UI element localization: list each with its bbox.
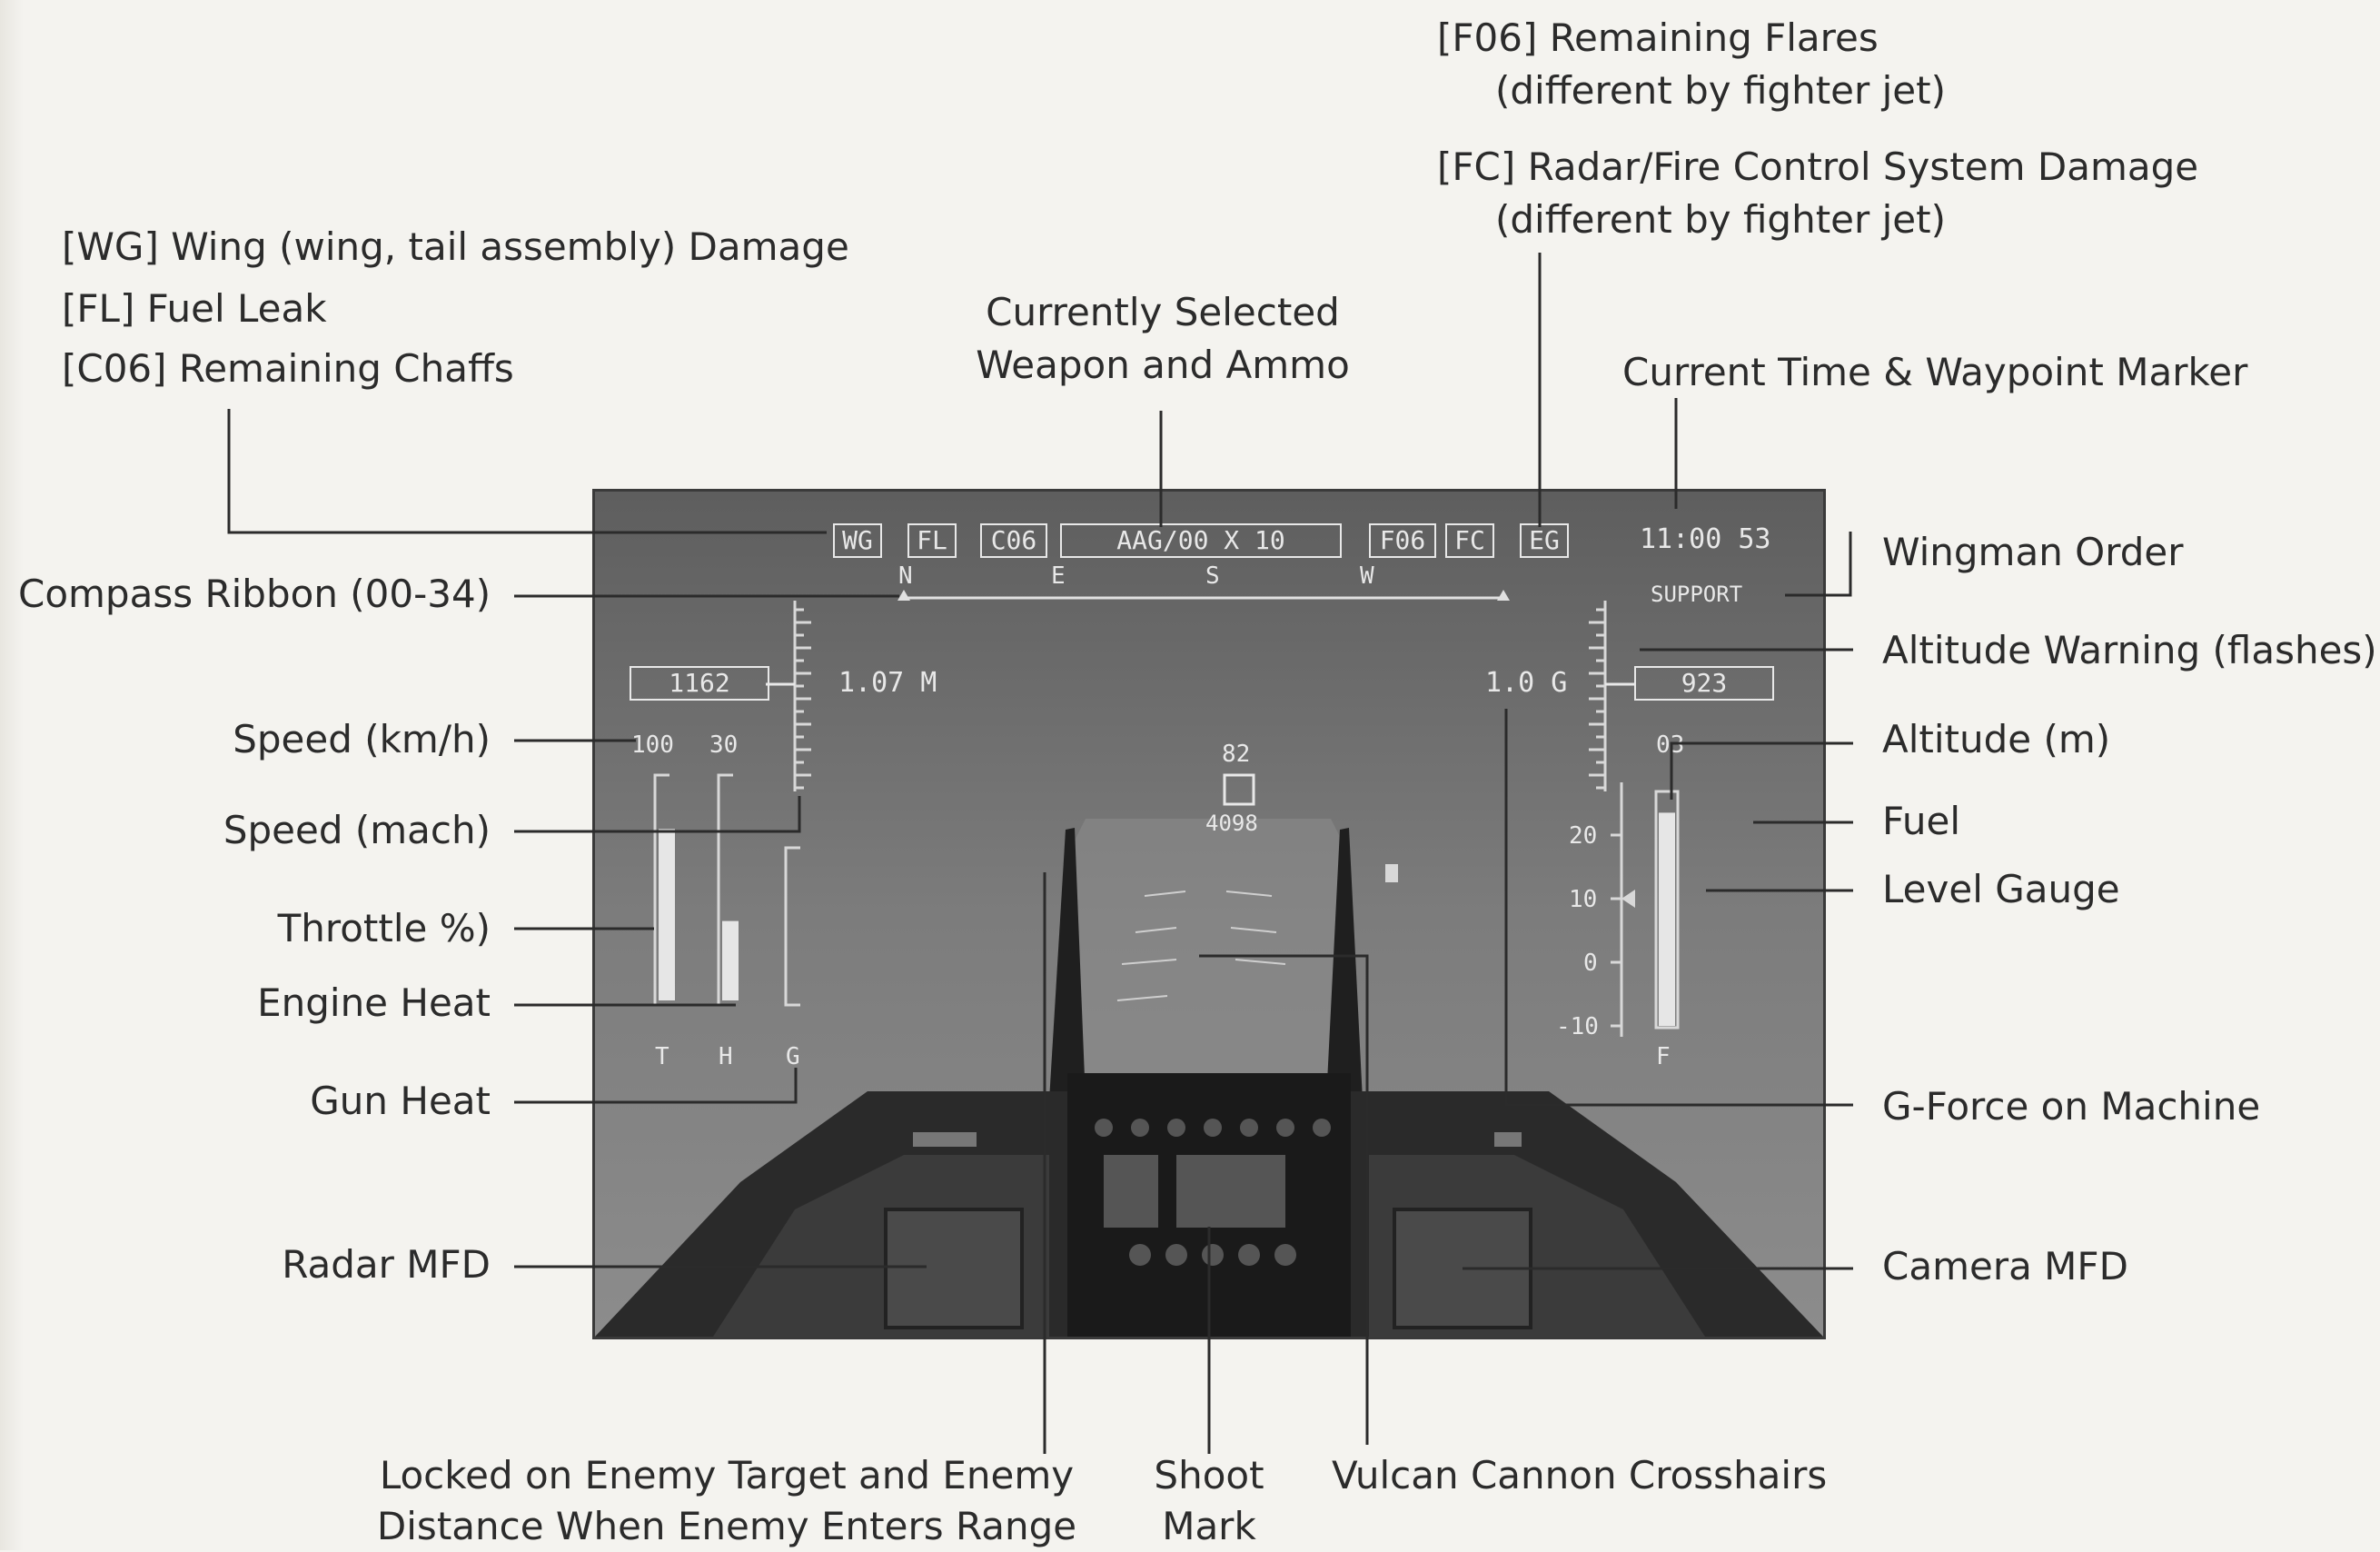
hud-speed-readout: 1162	[630, 666, 769, 701]
gauge-label-gun-heat: G	[786, 1043, 800, 1070]
scale-label-30: 30	[709, 731, 739, 759]
label-chaffs: [C06] Remaining Chaffs	[62, 346, 514, 391]
hud-mach-readout: 1.07 M	[838, 667, 937, 699]
label-locked-target-line2: Distance When Enemy Enters Range	[376, 1504, 1077, 1548]
hud-chaff-counter: C06	[980, 523, 1047, 558]
hud-clock: 11:00 53	[1640, 523, 1771, 555]
cockpit-graphics	[595, 492, 1823, 1337]
page-edge-shadow	[0, 0, 24, 1550]
label-fuel-leak: [FL] Fuel Leak	[62, 286, 327, 331]
compass-north: N	[898, 562, 913, 590]
compass-west: W	[1360, 562, 1374, 590]
label-wingman-order: Wingman Order	[1882, 530, 2184, 574]
scale-label-03: 03	[1656, 731, 1685, 759]
compass-east: E	[1051, 562, 1066, 590]
gauge-label-fuel: F	[1656, 1043, 1671, 1070]
hud-eg-indicator: EG	[1520, 523, 1569, 558]
label-camera-mfd: Camera MFD	[1882, 1244, 2128, 1288]
label-vulcan-crosshairs: Vulcan Cannon Crosshairs	[1332, 1453, 1828, 1497]
level-mark-0: 0	[1583, 950, 1598, 977]
level-mark-20: 20	[1569, 822, 1598, 850]
cockpit-screenshot: WG FL C06 AAG/00 X 10 F06 FC EG 11:00 53…	[592, 489, 1826, 1339]
target-distance: 4098	[1205, 811, 1258, 836]
hud-wingman-order: SUPPORT	[1651, 582, 1743, 607]
label-gun-heat: Gun Heat	[310, 1079, 491, 1123]
label-throttle: Throttle %)	[277, 906, 491, 950]
level-mark-minus-10: -10	[1556, 1013, 1599, 1040]
label-flares-line2: (different by fighter jet)	[1495, 68, 1947, 113]
label-fire-control-line1: [FC] Radar/Fire Control System Damage	[1437, 144, 2199, 189]
label-wing-damage: [WG] Wing (wing, tail assembly) Damage	[62, 224, 849, 269]
gauge-label-engine-heat: H	[719, 1043, 733, 1070]
label-level-gauge: Level Gauge	[1882, 867, 2120, 911]
hud-fire-control-indicator: FC	[1445, 523, 1494, 558]
scale-label-100: 100	[631, 731, 674, 759]
hud-flare-counter: F06	[1369, 523, 1436, 558]
label-weapon-line2: Weapon and Ammo	[976, 343, 1350, 387]
label-fire-control-line2: (different by fighter jet)	[1495, 197, 1947, 242]
label-weapon-line1: Currently Selected	[986, 290, 1340, 334]
hud-fuel-leak-indicator: FL	[907, 523, 957, 558]
hud-gforce-readout: 1.0 G	[1485, 667, 1568, 699]
hud-wing-damage-indicator: WG	[833, 523, 882, 558]
label-g-force: G-Force on Machine	[1882, 1084, 2261, 1129]
label-altitude-warning: Altitude Warning (flashes)	[1882, 628, 2377, 672]
level-mark-10: 10	[1569, 886, 1598, 913]
label-speed-mach: Speed (mach)	[223, 808, 491, 852]
hud-weapon-ammo: AAG/00 X 10	[1060, 523, 1342, 558]
label-shoot-mark-line2: Mark	[1162, 1504, 1256, 1548]
label-engine-heat: Engine Heat	[257, 980, 491, 1025]
hud-altitude-readout: 923	[1634, 666, 1774, 701]
compass-south: S	[1205, 562, 1220, 590]
label-locked-target-line1: Locked on Enemy Target and Enemy	[379, 1453, 1075, 1497]
label-shoot-mark-line1: Shoot	[1154, 1453, 1264, 1497]
label-speed-kmh: Speed (km/h)	[233, 717, 491, 761]
target-marker-value: 82	[1222, 741, 1251, 768]
gauge-label-throttle: T	[655, 1043, 669, 1070]
label-altitude: Altitude (m)	[1882, 717, 2111, 761]
label-current-time: Current Time & Waypoint Marker	[1622, 350, 2248, 394]
label-fuel: Fuel	[1882, 799, 1960, 843]
label-radar-mfd: Radar MFD	[282, 1242, 491, 1287]
label-flares-line1: [F06] Remaining Flares	[1437, 15, 1879, 60]
label-compass: Compass Ribbon (00-34)	[18, 572, 491, 616]
